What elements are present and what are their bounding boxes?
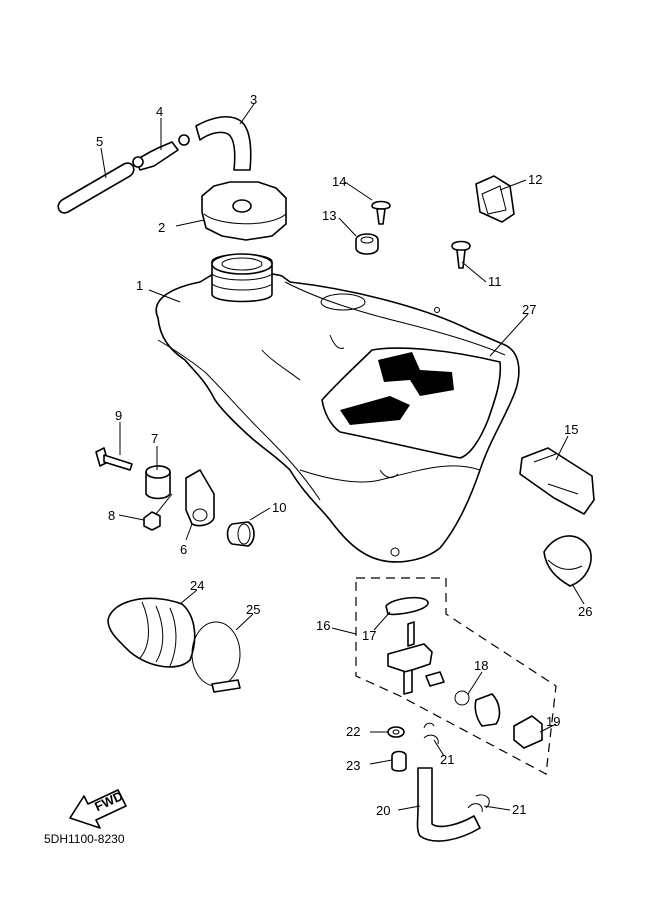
callout-10: 10 [272,500,286,515]
callout-15: 15 [564,422,578,437]
check-valve [132,134,190,171]
forward-arrow-icon: FWD [69,788,127,829]
callout-1: 1 [136,278,143,293]
callout-labels: 1 2 3 4 5 6 7 8 9 10 11 12 13 14 15 16 1… [96,92,592,818]
rubber-mount [519,447,595,515]
fuel-cap [201,181,287,241]
screw-23 [391,750,407,772]
fuel-cock-assembly [355,577,557,775]
callout-3: 3 [250,92,257,107]
callout-5: 5 [96,134,103,149]
callout-18: 18 [474,658,488,673]
callout-21-b: 21 [512,802,526,817]
callout-4: 4 [156,104,163,119]
hose-clip-b [467,794,490,813]
callout-24: 24 [190,578,204,593]
tank-decal [321,347,502,459]
hose-clip-a [423,722,439,745]
callout-16: 16 [316,618,330,633]
callout-7: 7 [151,431,158,446]
vent-hose [57,162,135,214]
callout-23: 23 [346,758,360,773]
callout-8: 8 [108,508,115,523]
callout-19: 19 [546,714,560,729]
callout-17: 17 [362,628,376,643]
callout-11: 11 [488,274,502,289]
intake-boot [107,597,196,668]
callout-22: 22 [346,724,360,739]
hose-band [191,621,241,693]
mount-bracket [185,469,215,527]
callout-20: 20 [376,803,390,818]
callout-13: 13 [322,208,336,223]
bolt-8 [143,493,173,531]
callout-25: 25 [246,602,260,617]
breather-hose [195,115,252,171]
callout-27: 27 [522,302,536,317]
callout-21-a: 21 [440,752,454,767]
leader-lines [100,103,585,811]
callout-9: 9 [115,408,122,423]
callout-26: 26 [578,604,592,619]
collar-13 [355,233,379,255]
collar [145,465,171,500]
clip-12 [475,175,515,223]
tank-pad [543,535,592,587]
bolt-9 [95,447,133,471]
fuel-hose [416,767,481,842]
screw-14 [371,200,391,225]
callout-6: 6 [180,542,187,557]
screw-11 [451,240,471,269]
callout-2: 2 [158,220,165,235]
diagram-code: 5DH1100-8230 [44,832,125,846]
damper [226,521,255,547]
callout-12: 12 [528,172,542,187]
callout-14: 14 [332,174,346,189]
washer-22 [387,726,405,738]
